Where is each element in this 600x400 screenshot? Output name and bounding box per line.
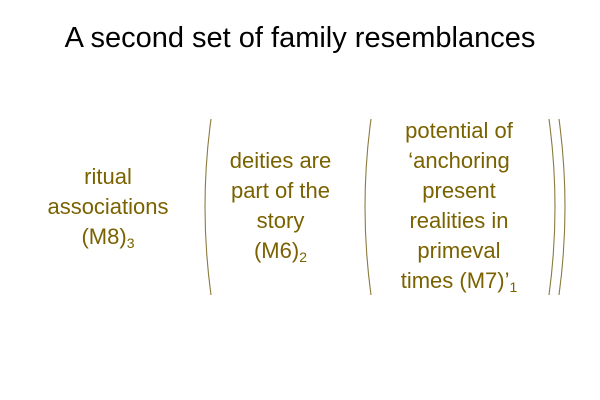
term-line: deities are [229, 148, 332, 173]
term-rank: 2 [299, 249, 307, 265]
term-line: associations [47, 194, 169, 219]
term-line: present [422, 178, 496, 203]
term-rank: 1 [509, 279, 518, 295]
term-anchoring-present-realities: potential of ‘anchoring present realitie… [374, 116, 544, 296]
term-code: times (M7)’1 [400, 268, 518, 295]
left-parenthesis [204, 118, 212, 296]
term-deities-part-of-story: deities are part of the story (M6)2 [208, 146, 353, 266]
term-line: realities in [409, 208, 509, 233]
slide-title: A second set of family resemblances [64, 22, 536, 54]
term-code: (M6)2 [253, 238, 307, 265]
term-ritual-associations: ritual associations (M8)3 [28, 162, 188, 252]
right-parenthesis [558, 118, 566, 296]
term-rank: 3 [126, 235, 135, 251]
right-parenthesis [548, 118, 556, 296]
left-parenthesis [364, 118, 372, 296]
term-code: (M8)3 [81, 224, 135, 251]
term-line: ‘anchoring [408, 148, 510, 173]
term-line: part of the [230, 178, 331, 203]
term-line: potential of [405, 118, 513, 143]
term-line: story [256, 208, 305, 233]
term-line: primeval [417, 238, 501, 263]
term-line: ritual [84, 164, 132, 189]
